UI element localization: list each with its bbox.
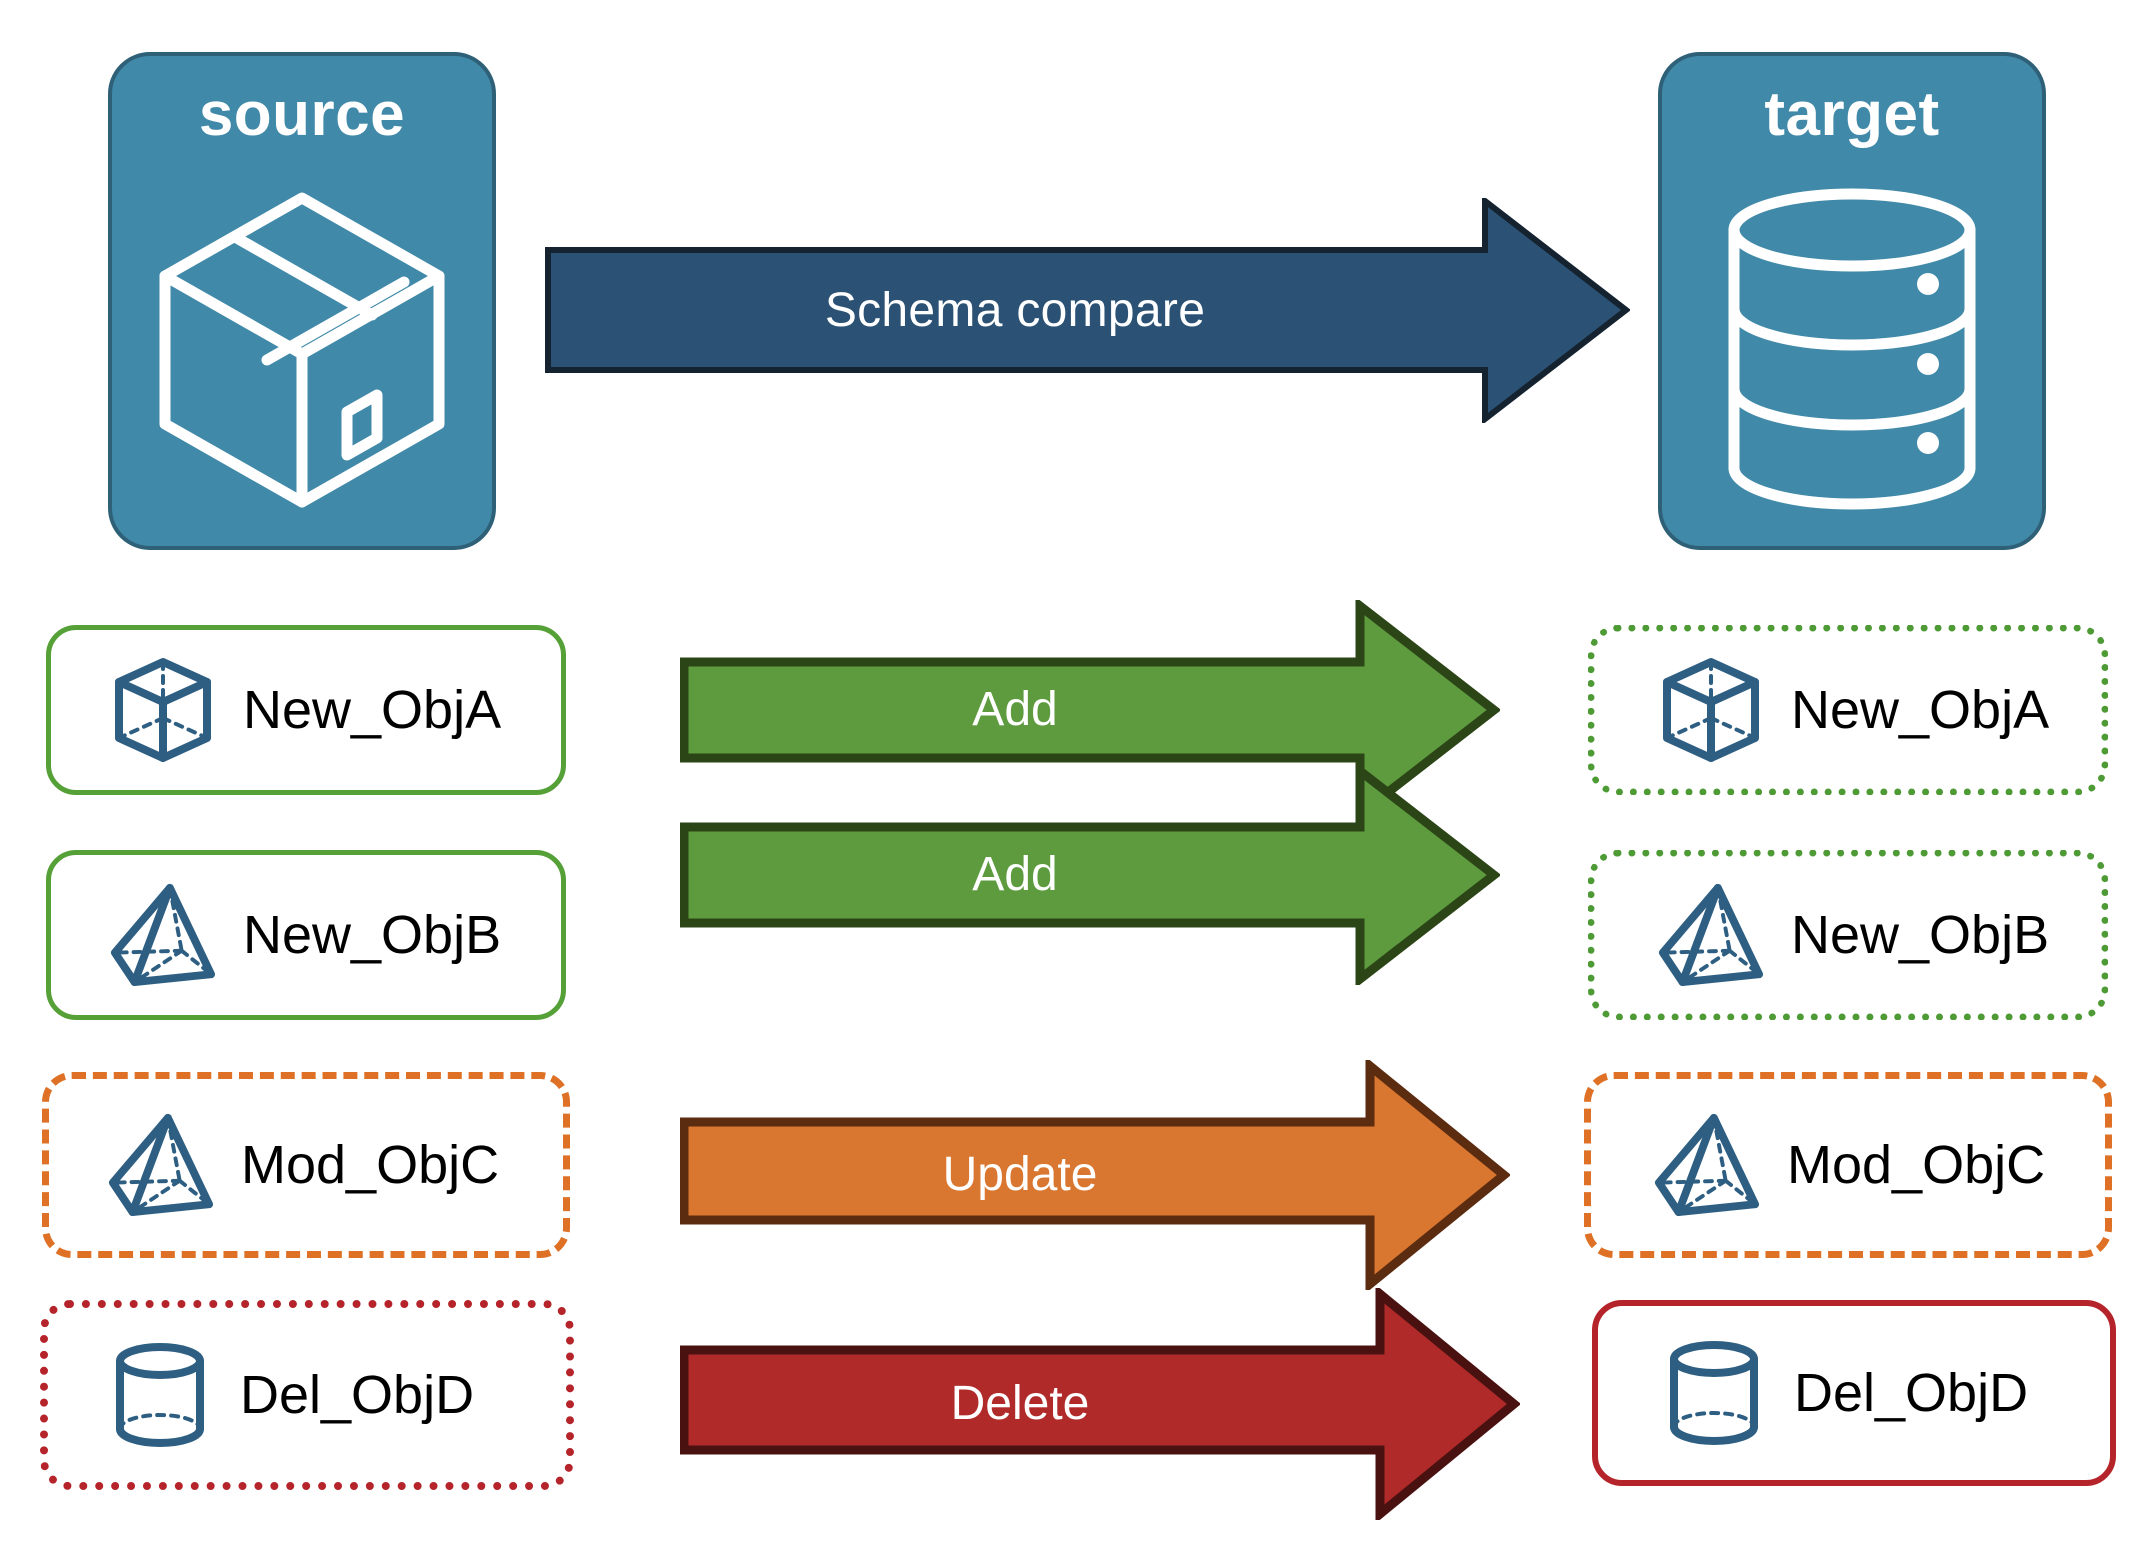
pyramid-wireframe-icon bbox=[1653, 1111, 1761, 1219]
source-object-card-1[interactable]: New_ObjB bbox=[46, 850, 566, 1020]
cylinder-wireframe-icon bbox=[1660, 1339, 1768, 1447]
source-object-label-1: New_ObjB bbox=[243, 905, 502, 965]
source-object-label-2: Mod_ObjC bbox=[241, 1135, 500, 1195]
schema-compare-arrow[interactable]: Schema compare bbox=[545, 194, 1631, 426]
target-object-card-3[interactable]: Del_ObjD bbox=[1592, 1300, 2116, 1486]
cylinder-wireframe-icon bbox=[106, 1341, 214, 1449]
action-arrow-add-1[interactable]: Add bbox=[679, 761, 1502, 989]
source-object-label-0: New_ObjA bbox=[243, 680, 502, 740]
pyramid-wireframe-icon bbox=[107, 1111, 215, 1219]
pyramid-wireframe-icon bbox=[1657, 881, 1765, 989]
database-cylinder-icon bbox=[1722, 152, 1982, 546]
cube-wireframe-icon bbox=[1657, 656, 1765, 764]
endpoint-card-target[interactable]: target bbox=[1658, 52, 2046, 550]
source-object-label-3: Del_ObjD bbox=[240, 1365, 475, 1425]
source-object-card-3[interactable]: Del_ObjD bbox=[40, 1300, 574, 1490]
endpoint-title-source: source bbox=[198, 80, 406, 149]
target-object-label-3: Del_ObjD bbox=[1794, 1363, 2029, 1423]
target-object-card-2[interactable]: Mod_ObjC bbox=[1584, 1072, 2112, 1258]
target-object-label-1: New_ObjB bbox=[1791, 905, 2050, 965]
source-object-card-0[interactable]: New_ObjA bbox=[46, 625, 566, 795]
target-object-label-2: Mod_ObjC bbox=[1787, 1135, 2046, 1195]
cube-wireframe-icon bbox=[109, 656, 217, 764]
endpoint-card-source[interactable]: source bbox=[108, 52, 496, 550]
endpoint-title-target: target bbox=[1764, 80, 1940, 149]
target-object-card-0[interactable]: New_ObjA bbox=[1588, 625, 2108, 795]
target-object-label-0: New_ObjA bbox=[1791, 680, 2050, 740]
pyramid-wireframe-icon bbox=[109, 881, 217, 989]
source-object-card-2[interactable]: Mod_ObjC bbox=[42, 1072, 570, 1258]
target-object-card-1[interactable]: New_ObjB bbox=[1588, 850, 2108, 1020]
package-box-icon bbox=[147, 152, 457, 546]
action-arrow-delete-3[interactable]: Delete bbox=[679, 1284, 1522, 1524]
action-arrow-update-2[interactable]: Update bbox=[679, 1056, 1512, 1294]
